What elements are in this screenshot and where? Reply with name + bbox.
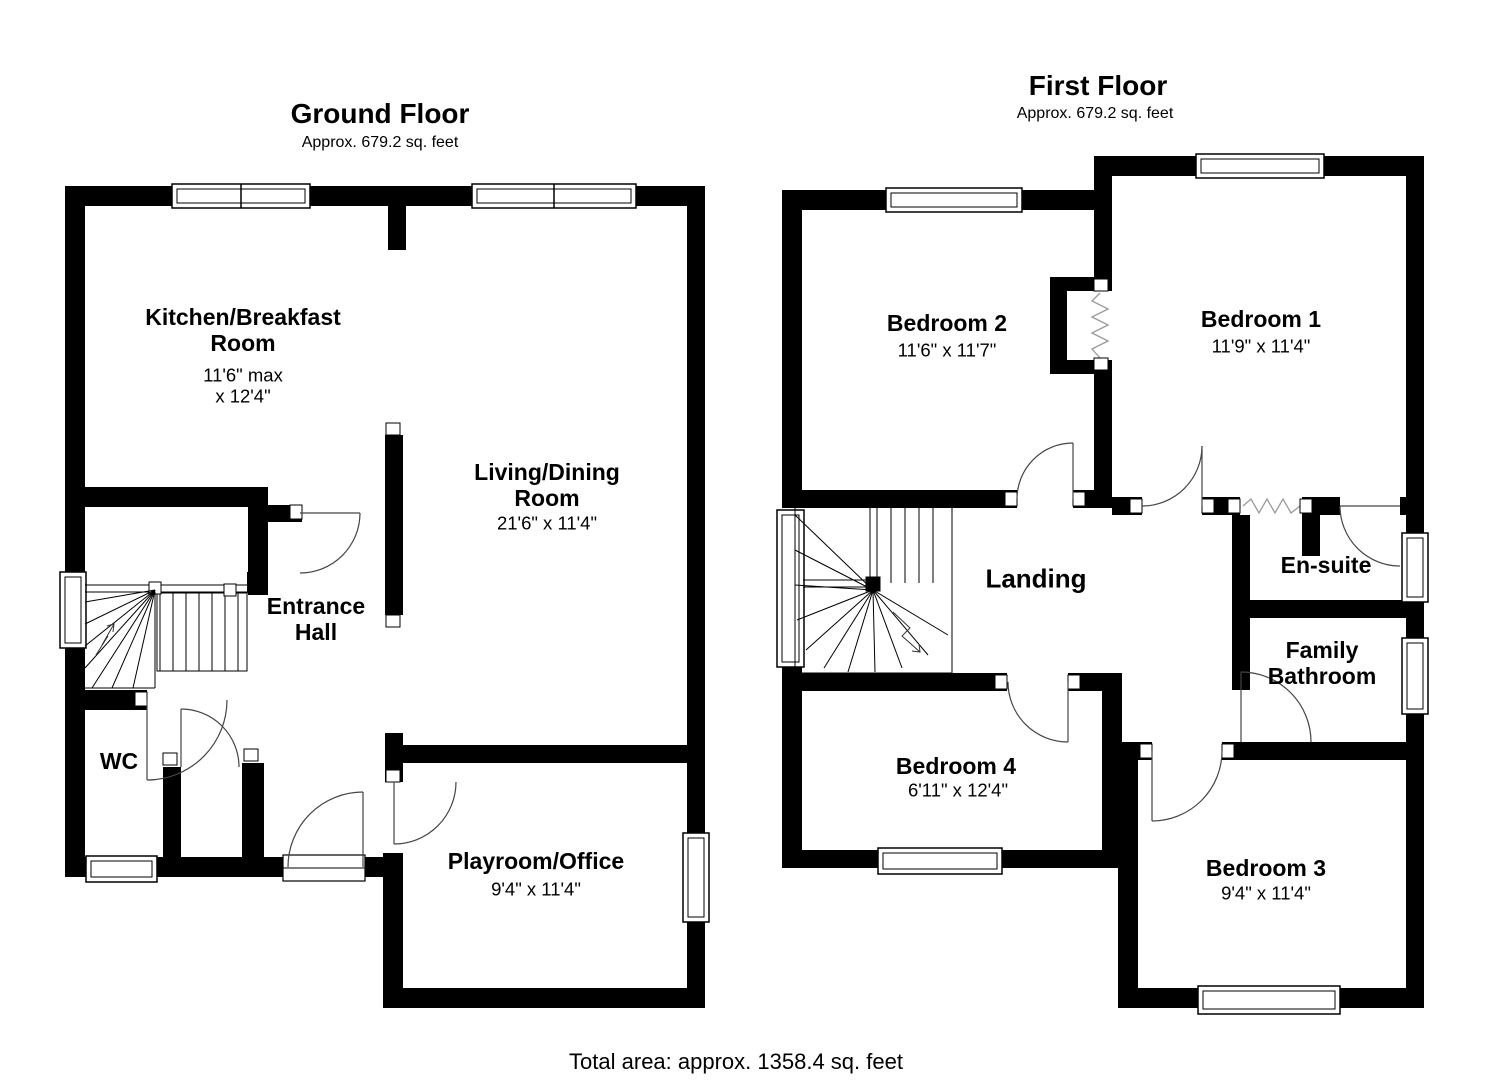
room-label-wc: WC	[99, 748, 139, 775]
ground-floor-title: Ground Floor	[290, 98, 470, 129]
room-label-bedroom1: Bedroom 1	[1200, 306, 1322, 333]
room-dims-playroom: 9'4" x 11'4"	[491, 878, 581, 900]
first-floor-subtitle: Approx. 679.2 sq. feet	[1016, 105, 1174, 122]
wall	[782, 673, 1007, 691]
wall	[65, 646, 85, 877]
wall	[782, 190, 802, 505]
wall	[1102, 673, 1122, 868]
room-dims-bedroom1: 11'9" x 11'4"	[1211, 335, 1311, 357]
room-label-bathroom: Family Bathroom	[1267, 637, 1377, 689]
zigzag-symbols	[1090, 292, 1301, 515]
wall	[163, 767, 181, 860]
wall	[65, 487, 250, 507]
wall	[1068, 673, 1122, 691]
wall	[383, 853, 403, 873]
room-label-bedroom2: Bedroom 2	[886, 310, 1008, 337]
wall	[1232, 515, 1250, 618]
wall	[247, 572, 260, 593]
total-area-text: Total area: approx. 1358.4 sq. feet	[569, 1049, 903, 1074]
room-label-landing: Landing	[985, 563, 1087, 594]
room-dims-bedroom4: 6'11" x 12'4"	[907, 779, 1009, 801]
wall	[1118, 742, 1138, 1008]
first-floor-stairs	[794, 502, 953, 674]
wall	[687, 920, 705, 1008]
room-label-bedroom3: Bedroom 3	[1205, 855, 1327, 882]
wall	[383, 873, 403, 1008]
room-dims-living: 21'6" x 11'4"	[496, 512, 598, 534]
wall	[388, 206, 406, 250]
ground-floor-doors	[146, 512, 457, 868]
wall	[248, 487, 268, 595]
ground-floor-jambs	[134, 422, 401, 783]
wall	[1094, 360, 1112, 508]
first-floor-doors	[1007, 442, 1401, 822]
wall	[1406, 712, 1424, 1008]
room-dims-bedroom2: 11'6" x 11'7"	[897, 339, 997, 361]
ground-floor-subtitle: Approx. 679.2 sq. feet	[301, 134, 459, 151]
room-label-bedroom4: Bedroom 4	[895, 753, 1017, 780]
wall	[1406, 600, 1424, 640]
room-label-living: Living/Dining Room	[474, 459, 620, 511]
room-label-entrance-hall: Entrance Hall	[266, 593, 366, 645]
wall	[782, 490, 1017, 508]
wall	[242, 763, 264, 860]
wall	[1406, 156, 1424, 535]
first-floor-plan	[776, 153, 1429, 1015]
room-label-ensuite: En-suite	[1280, 552, 1372, 579]
ground-floor-plan	[59, 183, 710, 1008]
wall	[782, 667, 802, 868]
wall	[398, 745, 705, 763]
wall	[1400, 497, 1408, 515]
room-dims-kitchen: 11'6" max x 12'4"	[203, 364, 283, 407]
ground-floor-windows	[59, 183, 710, 923]
room-label-kitchen: Kitchen/Breakfast Room	[145, 304, 341, 356]
wall	[687, 186, 705, 835]
room-dims-bedroom3: 9'4" x 11'4"	[1221, 882, 1311, 904]
room-label-playroom: Playroom/Office	[447, 848, 625, 875]
ground-floor-stairs	[84, 581, 250, 689]
wall	[1222, 742, 1406, 760]
wall	[1050, 277, 1067, 374]
wall	[383, 988, 705, 1008]
wall	[1232, 600, 1406, 618]
wall	[385, 435, 403, 615]
first-floor-title: First Floor	[1028, 70, 1168, 101]
wall	[1302, 515, 1320, 556]
wall	[65, 690, 147, 710]
first-floor-windows	[776, 153, 1429, 1015]
wall	[1094, 156, 1112, 291]
wall	[65, 186, 85, 572]
